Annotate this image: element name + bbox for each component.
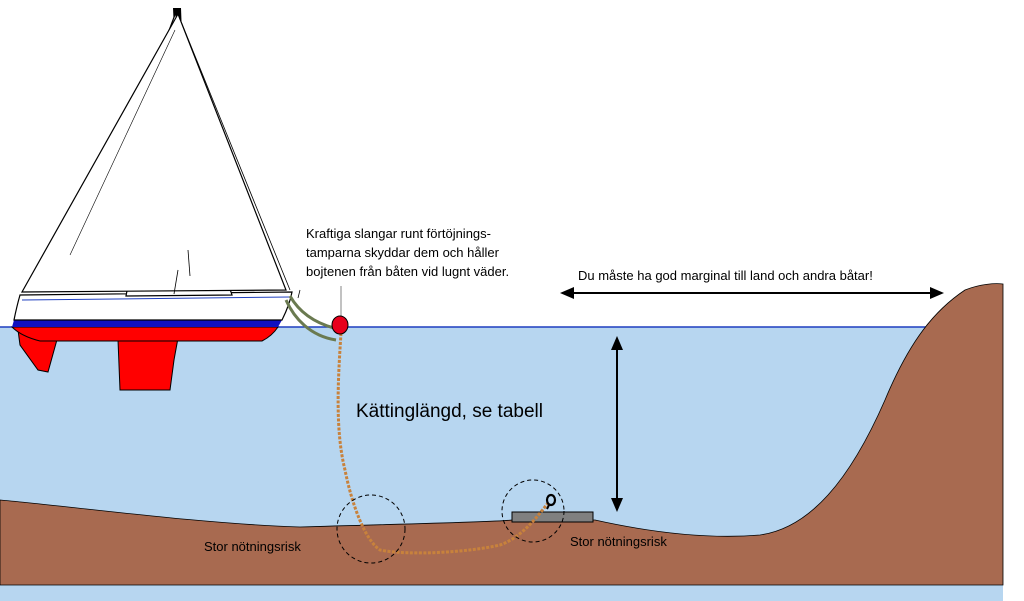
hose-note-line-2: tamparna skyddar dem och håller [306,245,500,260]
mooring-stone-icon [511,511,594,523]
hull-bottom [10,326,279,342]
hose-note: Kraftiga slangar runt förtöjnings- tampa… [306,226,509,279]
seabed [0,283,1004,586]
margin-note: Du måste ha god marginal till land och a… [578,268,873,283]
hull-stripe [12,320,282,327]
hose-note-line-3: bojtenen från båten vid lugnt väder. [306,264,509,279]
wear-risk-circle-right [501,479,565,543]
hose-note-line-1: Kraftiga slangar runt förtöjnings- [306,226,491,241]
anchor-chain [336,332,550,555]
wear-risk-label-left: Stor nötningsrisk [204,539,301,554]
wear-risk-label-right: Stor nötningsrisk [570,534,667,549]
mooring-hose-lower [284,299,337,342]
chain-length-label: Kättinglängd, se tabell [356,401,543,422]
wear-risk-circle-left [336,494,406,564]
keel [117,337,179,391]
depth-arrow [611,336,623,512]
buoy-icon [331,286,349,335]
jib [20,12,287,293]
mooring-hose-upper [288,295,335,330]
margin-arrow [560,287,944,299]
sailboat-icon [10,8,293,391]
shackle-icon [545,493,557,510]
